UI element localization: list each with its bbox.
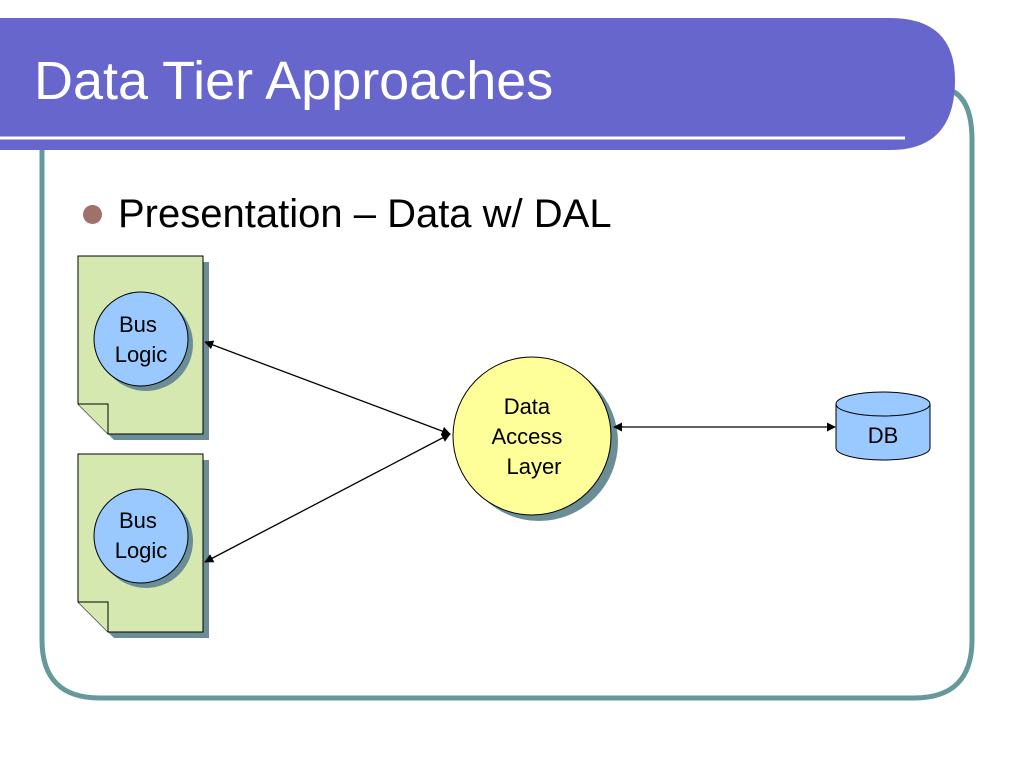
- dal-line-3: Layer: [506, 454, 561, 479]
- slide-title: Data Tier Approaches: [34, 51, 554, 111]
- db-label: DB: [868, 423, 899, 448]
- arrow-bus-logic-2-to-dal: [204, 433, 451, 563]
- dal-circle: [452, 356, 612, 516]
- dal-line-1: Data: [504, 394, 551, 419]
- arrow-bus-logic-1-to-dal: [204, 340, 451, 436]
- bus-logic-circle-1: [93, 291, 189, 387]
- bus-logic-circle-2: [93, 488, 189, 584]
- bus-logic-label-1: Bus Logic: [115, 312, 168, 367]
- bullet-text: Presentation – Data w/ DAL: [118, 192, 612, 236]
- bus-logic-label-2: Bus Logic: [115, 508, 168, 563]
- bus-logic-2-line-2: Logic: [115, 538, 168, 563]
- bus-logic-2-line-1: Bus: [119, 508, 157, 533]
- content-frame: [39, 85, 975, 701]
- dal-line-2: Access: [491, 424, 562, 449]
- bus-logic-1-line-2: Logic: [115, 342, 168, 367]
- bus-logic-1-line-1: Bus: [119, 312, 157, 337]
- title-bar: [0, 18, 955, 150]
- db-cylinder: [835, 391, 931, 461]
- bullet-dot: [83, 205, 102, 224]
- dal-label: Data Access Layer: [491, 394, 568, 479]
